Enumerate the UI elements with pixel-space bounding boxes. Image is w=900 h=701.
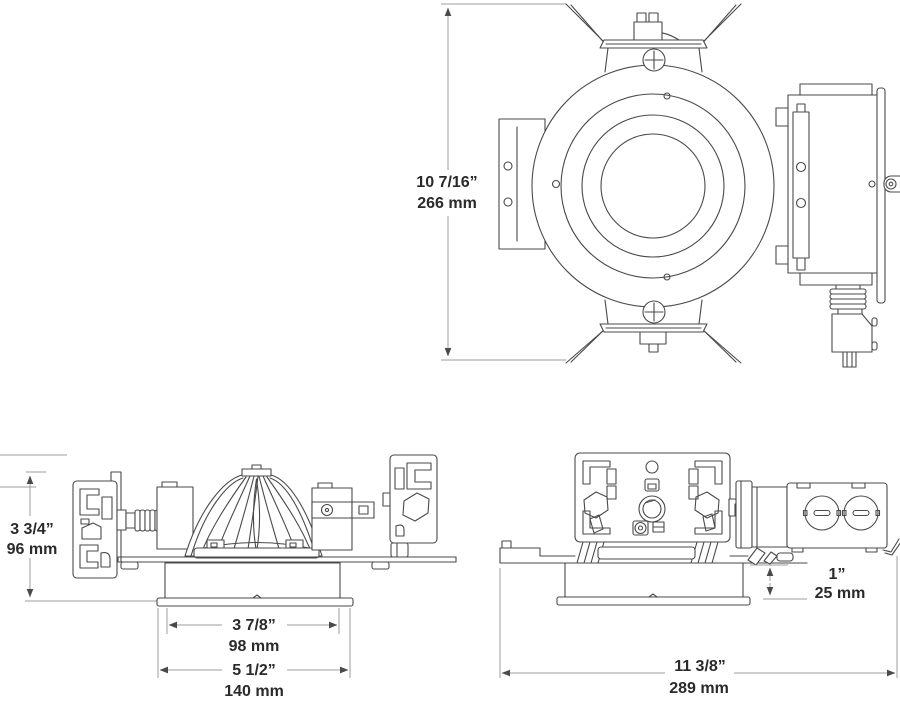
plan-fixture-body <box>531 64 775 308</box>
mount-clip <box>633 21 663 41</box>
dimension-plan-height-mm: 266 mm <box>417 195 477 212</box>
mount-clip <box>639 331 667 345</box>
plan-junction-box <box>775 83 900 304</box>
dimension-flange-width-inches: 5 1/2” <box>232 662 276 679</box>
dimension-side-height-inches: 3 3/4” <box>10 521 54 538</box>
mounting-plate <box>117 556 457 570</box>
dimension-plan-height-inches: 10 7/16” <box>416 174 477 191</box>
plan-bottom-mount <box>565 299 742 364</box>
knockout-left <box>804 495 840 531</box>
dimension-can-width-inches: 3 7/8” <box>232 617 276 634</box>
end-back-plate <box>574 452 746 543</box>
plan-height-dimension: 10 7/16” 266 mm <box>416 3 566 361</box>
trim-flange <box>156 597 354 607</box>
side-view: 3 3/4” 96 mm <box>0 454 457 700</box>
hook <box>882 538 900 553</box>
end-trim-flange <box>556 596 751 606</box>
dimension-overall-width-inches: 11 3/8” <box>674 658 726 675</box>
plan-top-mount <box>565 3 742 73</box>
end-view: 1” 25 mm 11 3/8” 289 mm <box>499 452 900 697</box>
dimension-trim-depth-inches: 1” <box>829 566 846 583</box>
dimension-trim-depth-mm: 25 mm <box>815 585 866 602</box>
end-body-edge <box>576 541 719 564</box>
side-left-driver <box>156 481 194 550</box>
side-conduit <box>116 509 161 532</box>
dimension-can-width-mm: 98 mm <box>229 638 280 655</box>
side-height-dimension: 3 3/4” 96 mm <box>0 454 157 602</box>
trim-depth-dimension: 1” 25 mm <box>750 564 866 602</box>
heat-sink <box>184 464 323 559</box>
plan-view: 10 7/16” 266 mm <box>416 3 900 368</box>
dimension-side-height-mm: 96 mm <box>7 541 58 558</box>
lens-ring <box>193 547 320 559</box>
end-trim-can <box>556 562 751 606</box>
trim-can <box>156 562 354 607</box>
dimension-flange-width-mm: 140 mm <box>224 683 284 700</box>
dimension-overall-width-mm: 289 mm <box>669 680 729 697</box>
screw-head <box>320 503 334 517</box>
side-left-bracket <box>72 471 122 579</box>
side-right-bracket <box>382 454 438 558</box>
side-right-driver <box>311 482 375 551</box>
knockout-right <box>843 495 879 531</box>
end-junction-box <box>735 480 900 556</box>
overall-width-dimension: 11 3/8” 289 mm <box>499 556 898 697</box>
latch-hole <box>868 180 876 188</box>
side-width-dimensions: 3 7/8” 98 mm 5 1/2” 140 mm <box>157 608 351 700</box>
plan-conduit-and-plug <box>829 284 878 368</box>
plug <box>351 501 375 519</box>
lens-aperture <box>600 133 706 239</box>
